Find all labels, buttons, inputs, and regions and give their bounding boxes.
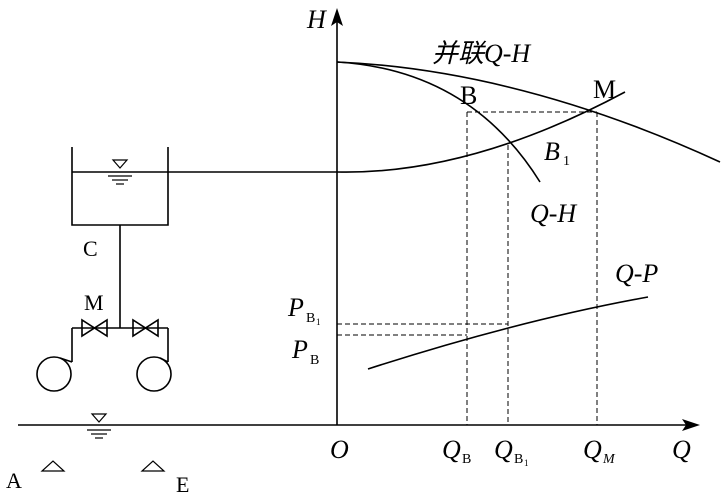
tank-water-symbol-icon bbox=[108, 159, 132, 185]
axes: H Q O bbox=[18, 5, 700, 464]
left-pump-outlet bbox=[59, 357, 73, 363]
tank bbox=[71, 147, 169, 226]
mark-e-triangle-icon bbox=[140, 460, 166, 472]
y-tick-labels: P B 1 P B bbox=[287, 293, 321, 368]
tick-pb1-subsub: 1 bbox=[316, 317, 321, 327]
tick-pb-sub: B bbox=[310, 353, 319, 368]
label-qp: Q-P bbox=[615, 259, 658, 288]
mark-e-label: E bbox=[176, 472, 189, 497]
horizontal-axis-arrow-icon bbox=[682, 419, 700, 431]
origin-label: O bbox=[330, 435, 349, 464]
tick-qb1-sub: B bbox=[514, 452, 523, 467]
x-tick-labels: Q B Q B 1 Q M bbox=[442, 435, 616, 468]
tick-qb1-subsub: 1 bbox=[524, 458, 529, 468]
tick-qb-sub: B bbox=[462, 452, 471, 467]
valve-node-label: M bbox=[84, 290, 104, 315]
label-single-qh: Q-H bbox=[530, 199, 577, 228]
mark-a-triangle-icon bbox=[40, 460, 66, 472]
point-m-label: M bbox=[593, 75, 616, 104]
point-b1-label: B bbox=[544, 137, 560, 166]
ground-water-symbol-icon bbox=[87, 413, 111, 439]
left-valve-icon bbox=[81, 318, 108, 338]
point-b-label: B bbox=[460, 81, 477, 110]
point-labels: B M B 1 bbox=[460, 75, 616, 169]
point-b1-subscript: 1 bbox=[563, 154, 570, 169]
mark-a-label: A bbox=[6, 468, 22, 493]
tick-qm-sub: M bbox=[602, 452, 616, 467]
vertical-axis-arrow-icon bbox=[331, 8, 343, 26]
right-valve-icon bbox=[132, 318, 159, 338]
curves bbox=[168, 61, 721, 370]
qp-curve bbox=[367, 296, 649, 370]
guide-lines bbox=[337, 111, 598, 425]
left-pump-icon bbox=[36, 356, 72, 392]
tick-qm-main: Q bbox=[583, 435, 602, 464]
label-parallel-qh: 并联Q-H bbox=[432, 39, 531, 68]
tick-pb1-sub: B bbox=[306, 311, 315, 326]
tick-pb-main: P bbox=[291, 335, 308, 364]
parallel-qh-curve bbox=[336, 61, 721, 163]
axis-label-h: H bbox=[306, 5, 327, 34]
system-curve bbox=[336, 91, 626, 173]
single-qh-curve bbox=[336, 61, 541, 183]
tick-qb1-main: Q bbox=[494, 435, 513, 464]
axis-label-q: Q bbox=[672, 435, 691, 464]
right-pump-icon bbox=[136, 356, 172, 392]
pump-schematic: C M A E bbox=[6, 147, 189, 497]
tank-label: C bbox=[83, 236, 98, 261]
curve-labels: 并联Q-H Q-H Q-P bbox=[432, 39, 658, 288]
tick-pb1-main: P bbox=[287, 293, 304, 322]
right-pump-outlet bbox=[159, 357, 169, 363]
tick-qb-main: Q bbox=[442, 435, 461, 464]
